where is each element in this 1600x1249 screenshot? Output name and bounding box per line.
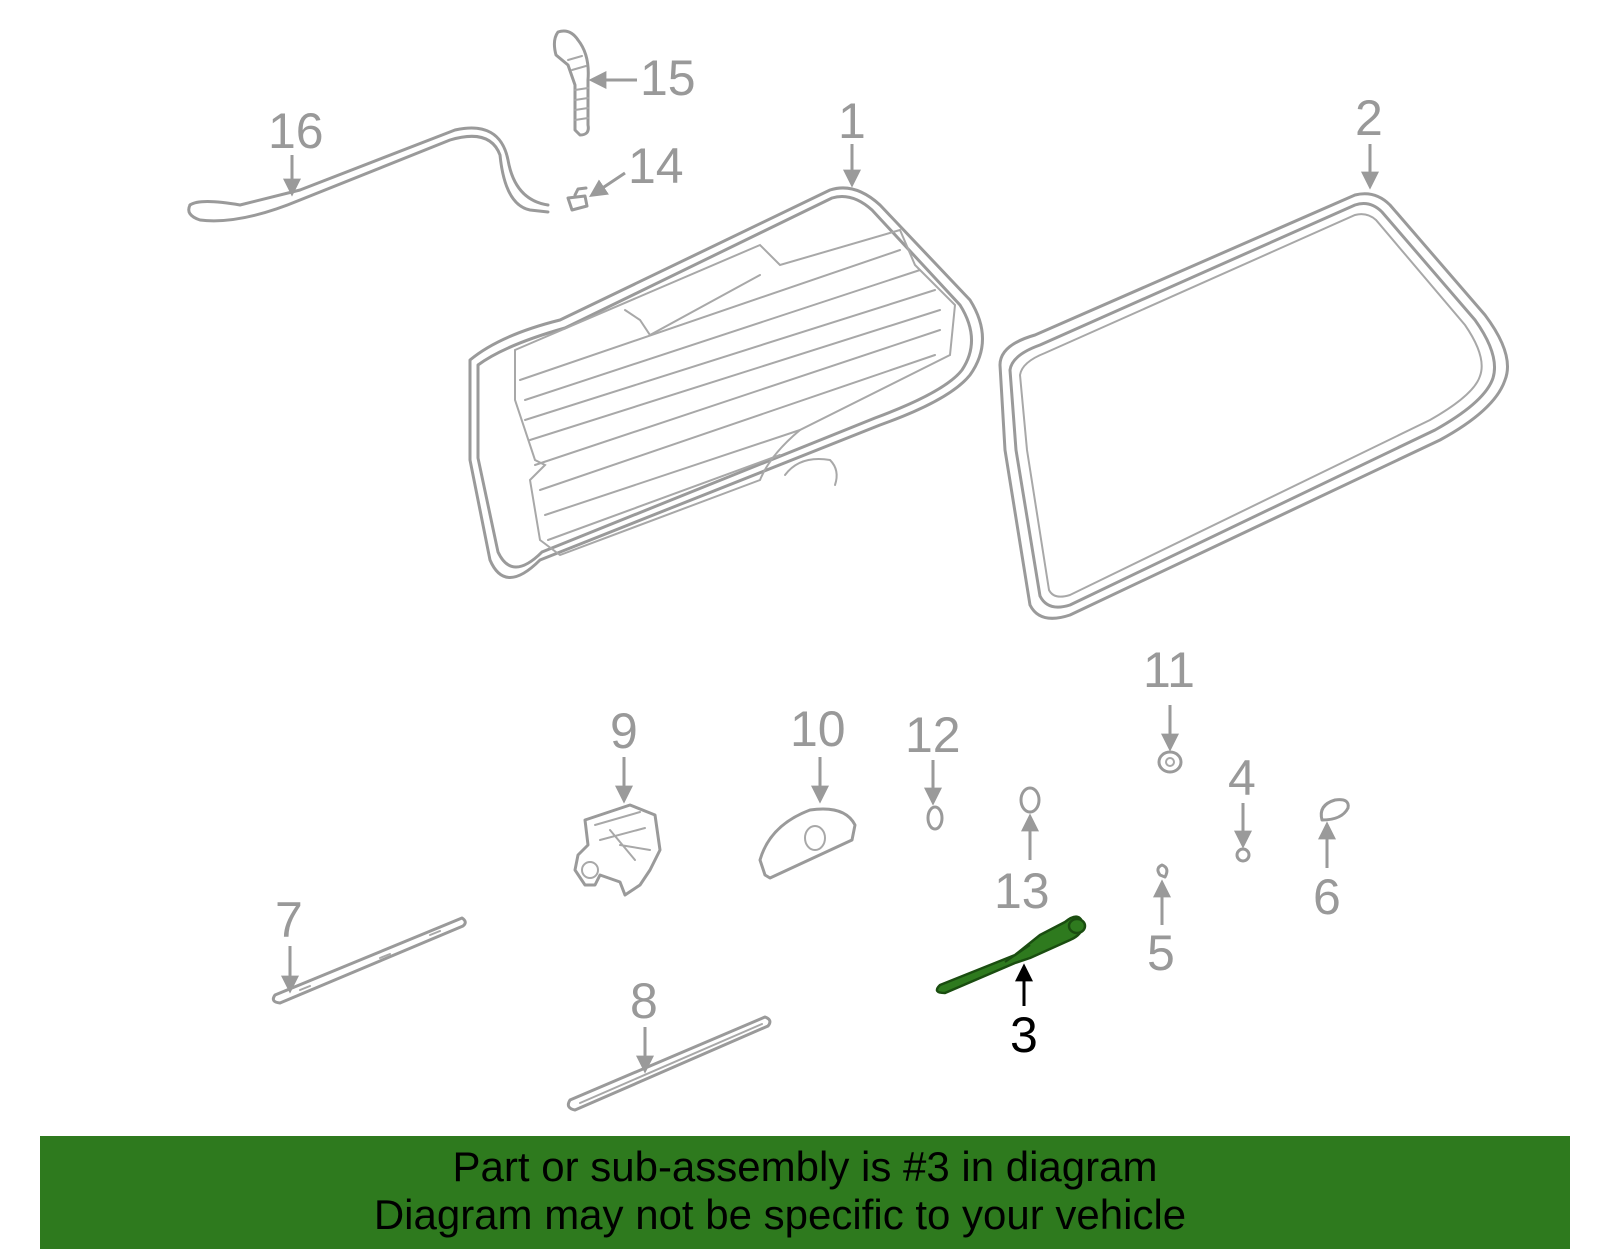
callout-14: 14 [628, 138, 684, 194]
callout-14-arrow [589, 171, 626, 197]
info-banner: Part or sub-assembly is #3 in diagram Di… [40, 1136, 1570, 1249]
callout-7: 7 [275, 892, 303, 948]
hose-connector-part[interactable] [552, 29, 590, 137]
seal-13-part[interactable] [1019, 786, 1041, 814]
weatherstrip-part[interactable] [998, 192, 1509, 620]
callout-11: 11 [1143, 642, 1195, 698]
nut-cover-part[interactable] [1319, 798, 1350, 822]
nut-part[interactable] [1157, 750, 1183, 774]
callout-8: 8 [630, 973, 658, 1029]
callout-13: 13 [994, 863, 1050, 919]
wiper-motor-part[interactable] [573, 803, 662, 897]
callout-6: 6 [1313, 869, 1341, 925]
washer-part[interactable] [1235, 847, 1251, 863]
banner-vehicle-disclaimer: Diagram may not be specific to your vehi… [373, 1191, 1187, 1238]
motor-cover-part[interactable] [758, 807, 857, 880]
callout-3: 3 [1010, 1007, 1038, 1063]
callout-12: 12 [905, 707, 961, 763]
callout-5: 5 [1147, 925, 1175, 981]
cap-part[interactable] [1156, 863, 1169, 879]
wiper-arm-part[interactable] [935, 915, 1087, 995]
callout-16: 16 [268, 103, 324, 159]
callout-10: 10 [790, 701, 846, 757]
callout-2: 2 [1355, 90, 1383, 146]
wiper-blade-7-part[interactable] [271, 916, 467, 1005]
callout-1: 1 [838, 93, 866, 149]
callout-9: 9 [610, 703, 638, 759]
clip-part[interactable] [566, 186, 589, 212]
callout-4: 4 [1228, 750, 1256, 806]
wiper-blade-8-part[interactable] [566, 1015, 772, 1112]
callout-15: 15 [640, 50, 696, 106]
washer-hose-part[interactable] [187, 126, 550, 223]
rear-glass-part[interactable] [468, 186, 984, 579]
banner-part-note: Part or sub-assembly is #3 in diagram [452, 1143, 1158, 1190]
seal-12-part[interactable] [926, 805, 944, 831]
